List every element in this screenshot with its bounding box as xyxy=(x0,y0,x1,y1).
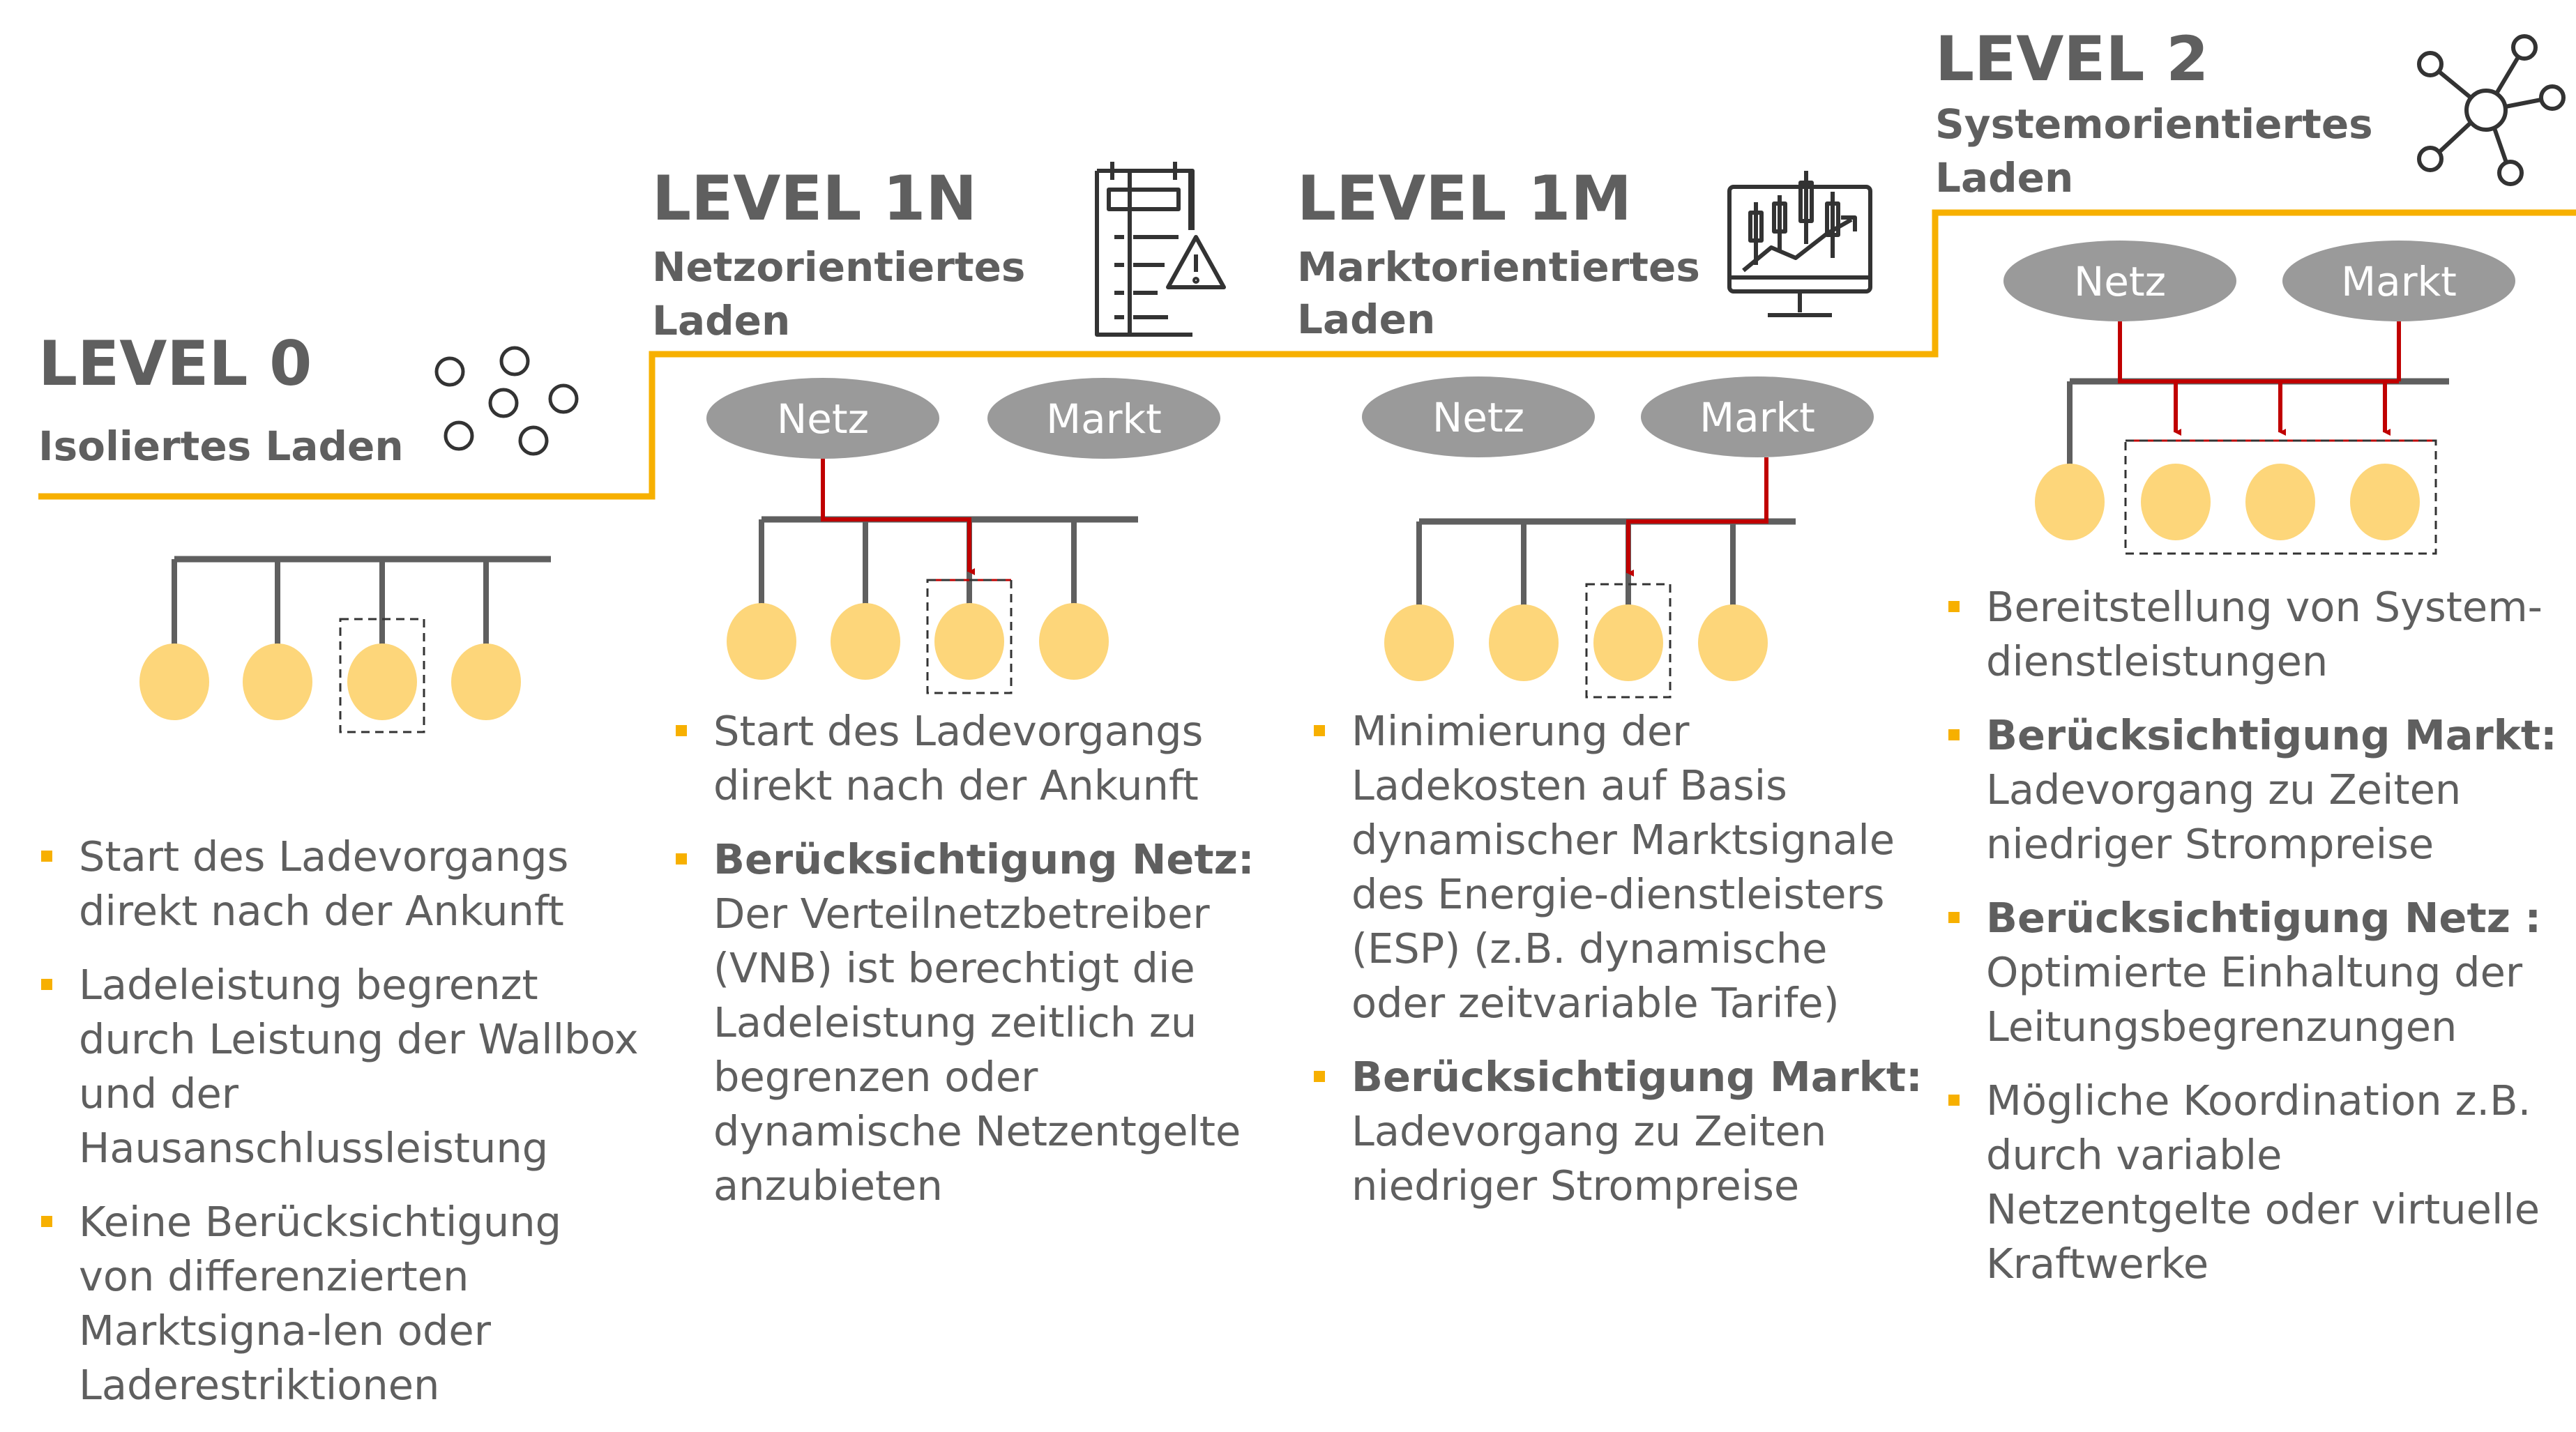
list-item: Berücksichtigung Markt: Ladevorgang zu Z… xyxy=(1946,708,2559,871)
ev-bulb xyxy=(1039,603,1109,680)
ev-bulb xyxy=(1489,604,1559,681)
selected-ev-box xyxy=(339,618,425,733)
selected-ev-box xyxy=(926,579,1013,694)
list-item: Berücksichtigung Netz: Der Verteilnetzbe… xyxy=(673,832,1273,1213)
charging-levels-diagram: LEVEL 0 Isoliertes Laden LEVEL 1N Netzor… xyxy=(38,23,2576,733)
ev-bulb xyxy=(1593,604,1663,681)
markt-node xyxy=(1641,376,1874,457)
level2-title: LEVEL 2 xyxy=(1935,23,2208,95)
level0-bullets: Start des Ladevorgangs direkt nach der A… xyxy=(38,830,645,1432)
level1n-subtitle-line2: Laden xyxy=(652,297,790,344)
level0-subtitle: Isoliertes Laden xyxy=(38,422,404,470)
level0-network xyxy=(139,556,551,733)
ev-bulb xyxy=(934,603,1004,680)
checklist-warning-icon xyxy=(1095,162,1226,337)
stock-chart-monitor-icon xyxy=(1727,171,1872,317)
list-item: Start des Ladevorgangs direkt nach der A… xyxy=(673,704,1273,813)
list-item: Bereitstellung von System-dienstleistung… xyxy=(1946,580,2559,689)
list-item: Ladeleistung begrenzt durch Leistung der… xyxy=(38,958,645,1175)
netz-node xyxy=(706,378,939,459)
level2-bullets: Bereitstellung von System-dienstleistung… xyxy=(1946,580,2559,1311)
list-item: Berücksichtigung Markt: Ladevorgang zu Z… xyxy=(1311,1050,1925,1213)
level-staircase-line xyxy=(38,209,2576,500)
level1n-network: Netz Markt xyxy=(706,378,1220,694)
level1m-bullets: Minimierung der Ladekosten auf Basis dyn… xyxy=(1311,704,1925,1233)
list-item: Berücksichtigung Netz : Optimierte Einha… xyxy=(1946,891,2559,1054)
list-item: Keine Berücksichtigung von differenziert… xyxy=(38,1195,645,1412)
level1n-title: LEVEL 1N xyxy=(652,162,977,234)
netz-node-label: Netz xyxy=(777,395,869,443)
markt-node-label: Markt xyxy=(1699,394,1815,441)
netz-node xyxy=(1362,376,1595,457)
level1m-subtitle-line1: Marktorientiertes xyxy=(1297,243,1700,291)
dots-icon xyxy=(434,346,579,456)
ev-bulb xyxy=(2350,464,2420,540)
ev-bulb xyxy=(347,643,417,720)
level1m-title: LEVEL 1M xyxy=(1297,162,1632,234)
ev-bulb xyxy=(1384,604,1454,681)
level1n-bullets: Start des Ladevorgangs direkt nach der A… xyxy=(673,704,1273,1233)
netz-node-label: Netz xyxy=(1432,394,1524,441)
netz-node xyxy=(2003,241,2236,321)
ev-bulb xyxy=(139,643,209,720)
netz-node-label: Netz xyxy=(2074,258,2166,305)
ev-bulb xyxy=(243,643,312,720)
ev-bulb xyxy=(2141,464,2211,540)
level2-network: Netz Markt xyxy=(2003,241,2515,555)
selected-ev-group-box xyxy=(2124,439,2437,555)
ev-bulb xyxy=(831,603,900,680)
ev-bulb xyxy=(727,603,796,680)
markt-node-label: Markt xyxy=(1046,395,1162,443)
level0-title: LEVEL 0 xyxy=(38,328,312,399)
list-item: Mögliche Koordination z.B. durch variabl… xyxy=(1946,1074,2559,1291)
level2-subtitle-line2: Laden xyxy=(1935,154,2073,201)
markt-node xyxy=(2282,241,2515,321)
list-item: Minimierung der Ladekosten auf Basis dyn… xyxy=(1311,704,1925,1030)
list-item: Start des Ladevorgangs direkt nach der A… xyxy=(38,830,645,938)
ev-bulb xyxy=(2035,464,2105,540)
markt-node xyxy=(987,378,1220,459)
selected-ev-box xyxy=(1585,583,1672,699)
ev-bulb xyxy=(451,643,521,720)
network-hub-icon xyxy=(2417,34,2566,186)
markt-node-label: Markt xyxy=(2341,258,2457,305)
level1m-subtitle-line2: Laden xyxy=(1297,296,1435,343)
ev-bulb xyxy=(1698,604,1768,681)
ev-bulb xyxy=(2245,464,2315,540)
level1m-network: Netz Markt xyxy=(1362,376,1874,699)
level2-subtitle-line1: Systemorientiertes xyxy=(1935,100,2373,148)
level1n-subtitle-line1: Netzorientiertes xyxy=(652,243,1025,291)
